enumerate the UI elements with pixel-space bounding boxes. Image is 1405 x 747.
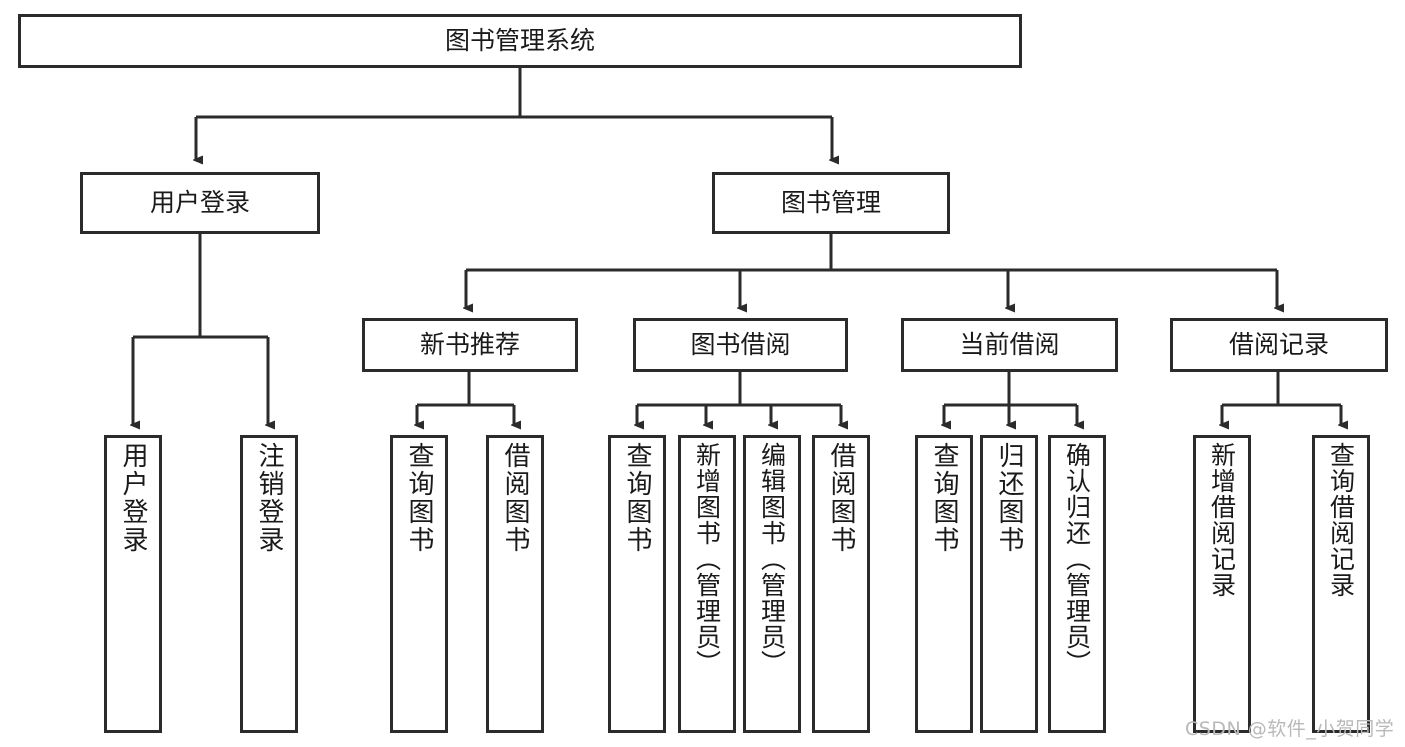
node-root-system[interactable]: 图书管理系统: [18, 14, 1022, 68]
leaf-recommend-query-book[interactable]: 查询图书: [390, 435, 448, 733]
leaf-recommend-borrow-book[interactable]: 借阅图书: [486, 435, 544, 733]
node-label: 编辑图书（管理员）: [757, 442, 787, 676]
node-new-book-recommend[interactable]: 新书推荐: [362, 318, 578, 372]
node-label: 查询图书: [929, 442, 959, 554]
leaf-borrow-add-book-admin[interactable]: 新增图书（管理员）: [678, 435, 736, 733]
node-label: 确认归还（管理员）: [1062, 442, 1092, 676]
node-user-login[interactable]: 用户登录: [80, 172, 320, 234]
leaf-current-query-book[interactable]: 查询图书: [915, 435, 973, 733]
node-book-borrow[interactable]: 图书借阅: [633, 318, 848, 372]
watermark: CSDN @软件_小贺同学: [1185, 718, 1395, 740]
leaf-current-return-book[interactable]: 归还图书: [980, 435, 1038, 733]
leaf-current-confirm-return-admin[interactable]: 确认归还（管理员）: [1048, 435, 1106, 733]
node-label: 查询图书: [622, 442, 652, 554]
node-label: 图书借阅: [690, 330, 791, 360]
node-label: 当前借阅: [959, 330, 1060, 360]
node-label: 查询图书: [404, 442, 434, 554]
leaf-borrow-edit-book-admin[interactable]: 编辑图书（管理员）: [743, 435, 801, 733]
node-borrow-record[interactable]: 借阅记录: [1170, 318, 1388, 372]
node-label: 归还图书: [994, 442, 1024, 554]
node-label: 注销登录: [254, 442, 284, 554]
node-label: 新增借阅记录: [1207, 442, 1237, 598]
node-label: 借阅图书: [826, 442, 856, 554]
node-label: 图书管理: [780, 188, 881, 218]
node-label: 用户登录: [149, 188, 250, 218]
leaf-borrow-borrow-book[interactable]: 借阅图书: [812, 435, 870, 733]
leaf-borrow-query-book[interactable]: 查询图书: [608, 435, 666, 733]
node-label: 查询借阅记录: [1326, 442, 1356, 598]
node-label: 图书管理系统: [444, 26, 595, 56]
leaf-record-query-record[interactable]: 查询借阅记录: [1312, 435, 1370, 733]
node-label: 借阅图书: [500, 442, 530, 554]
node-label: 新增图书（管理员）: [692, 442, 722, 676]
node-label: 借阅记录: [1228, 330, 1329, 360]
leaf-user-login-signout[interactable]: 注销登录: [240, 435, 298, 733]
node-book-management[interactable]: 图书管理: [712, 172, 950, 234]
node-label: 新书推荐: [419, 330, 520, 360]
leaf-record-add-record[interactable]: 新增借阅记录: [1193, 435, 1251, 733]
leaf-user-login-signin[interactable]: 用户登录: [104, 435, 162, 733]
node-label: 用户登录: [118, 442, 148, 554]
node-current-borrow[interactable]: 当前借阅: [901, 318, 1118, 372]
